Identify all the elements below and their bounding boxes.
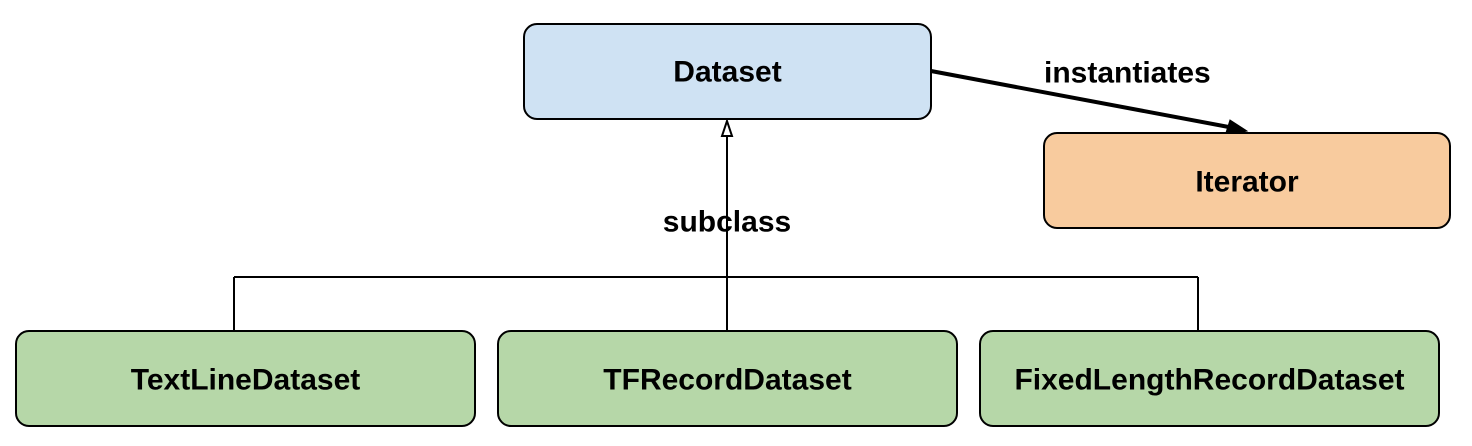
node-dataset-box <box>523 23 932 120</box>
node-dataset[interactable]: Dataset <box>523 23 932 120</box>
node-textlinedataset-label: TextLineDataset <box>131 364 361 397</box>
node-textlinedataset[interactable]: TextLineDataset <box>15 330 476 427</box>
inheritance-arrowhead-icon <box>720 117 734 137</box>
node-fixedlengthrecorddataset-label: FixedLengthRecordDataset <box>1014 364 1404 397</box>
instantiates-arrow-line <box>930 69 1235 130</box>
node-fixedlengthrecorddataset[interactable]: FixedLengthRecordDataset <box>979 330 1440 427</box>
node-tfrecorddataset-label: TFRecordDataset <box>603 364 851 397</box>
subclass-connector <box>233 136 1199 331</box>
edge-instantiates-label: instantiates <box>1044 57 1211 90</box>
node-tfrecorddataset[interactable]: TFRecordDataset <box>497 330 958 427</box>
node-tfrecorddataset-box <box>497 330 958 427</box>
node-iterator[interactable]: Iterator <box>1043 132 1451 229</box>
node-textlinedataset-box <box>15 330 476 427</box>
edge-subclass-label: subclass <box>663 206 791 239</box>
node-fixedlengthrecorddataset-box <box>979 330 1440 427</box>
node-iterator-box <box>1043 132 1451 229</box>
node-iterator-label: Iterator <box>1195 166 1299 199</box>
node-dataset-label: Dataset <box>673 56 781 89</box>
